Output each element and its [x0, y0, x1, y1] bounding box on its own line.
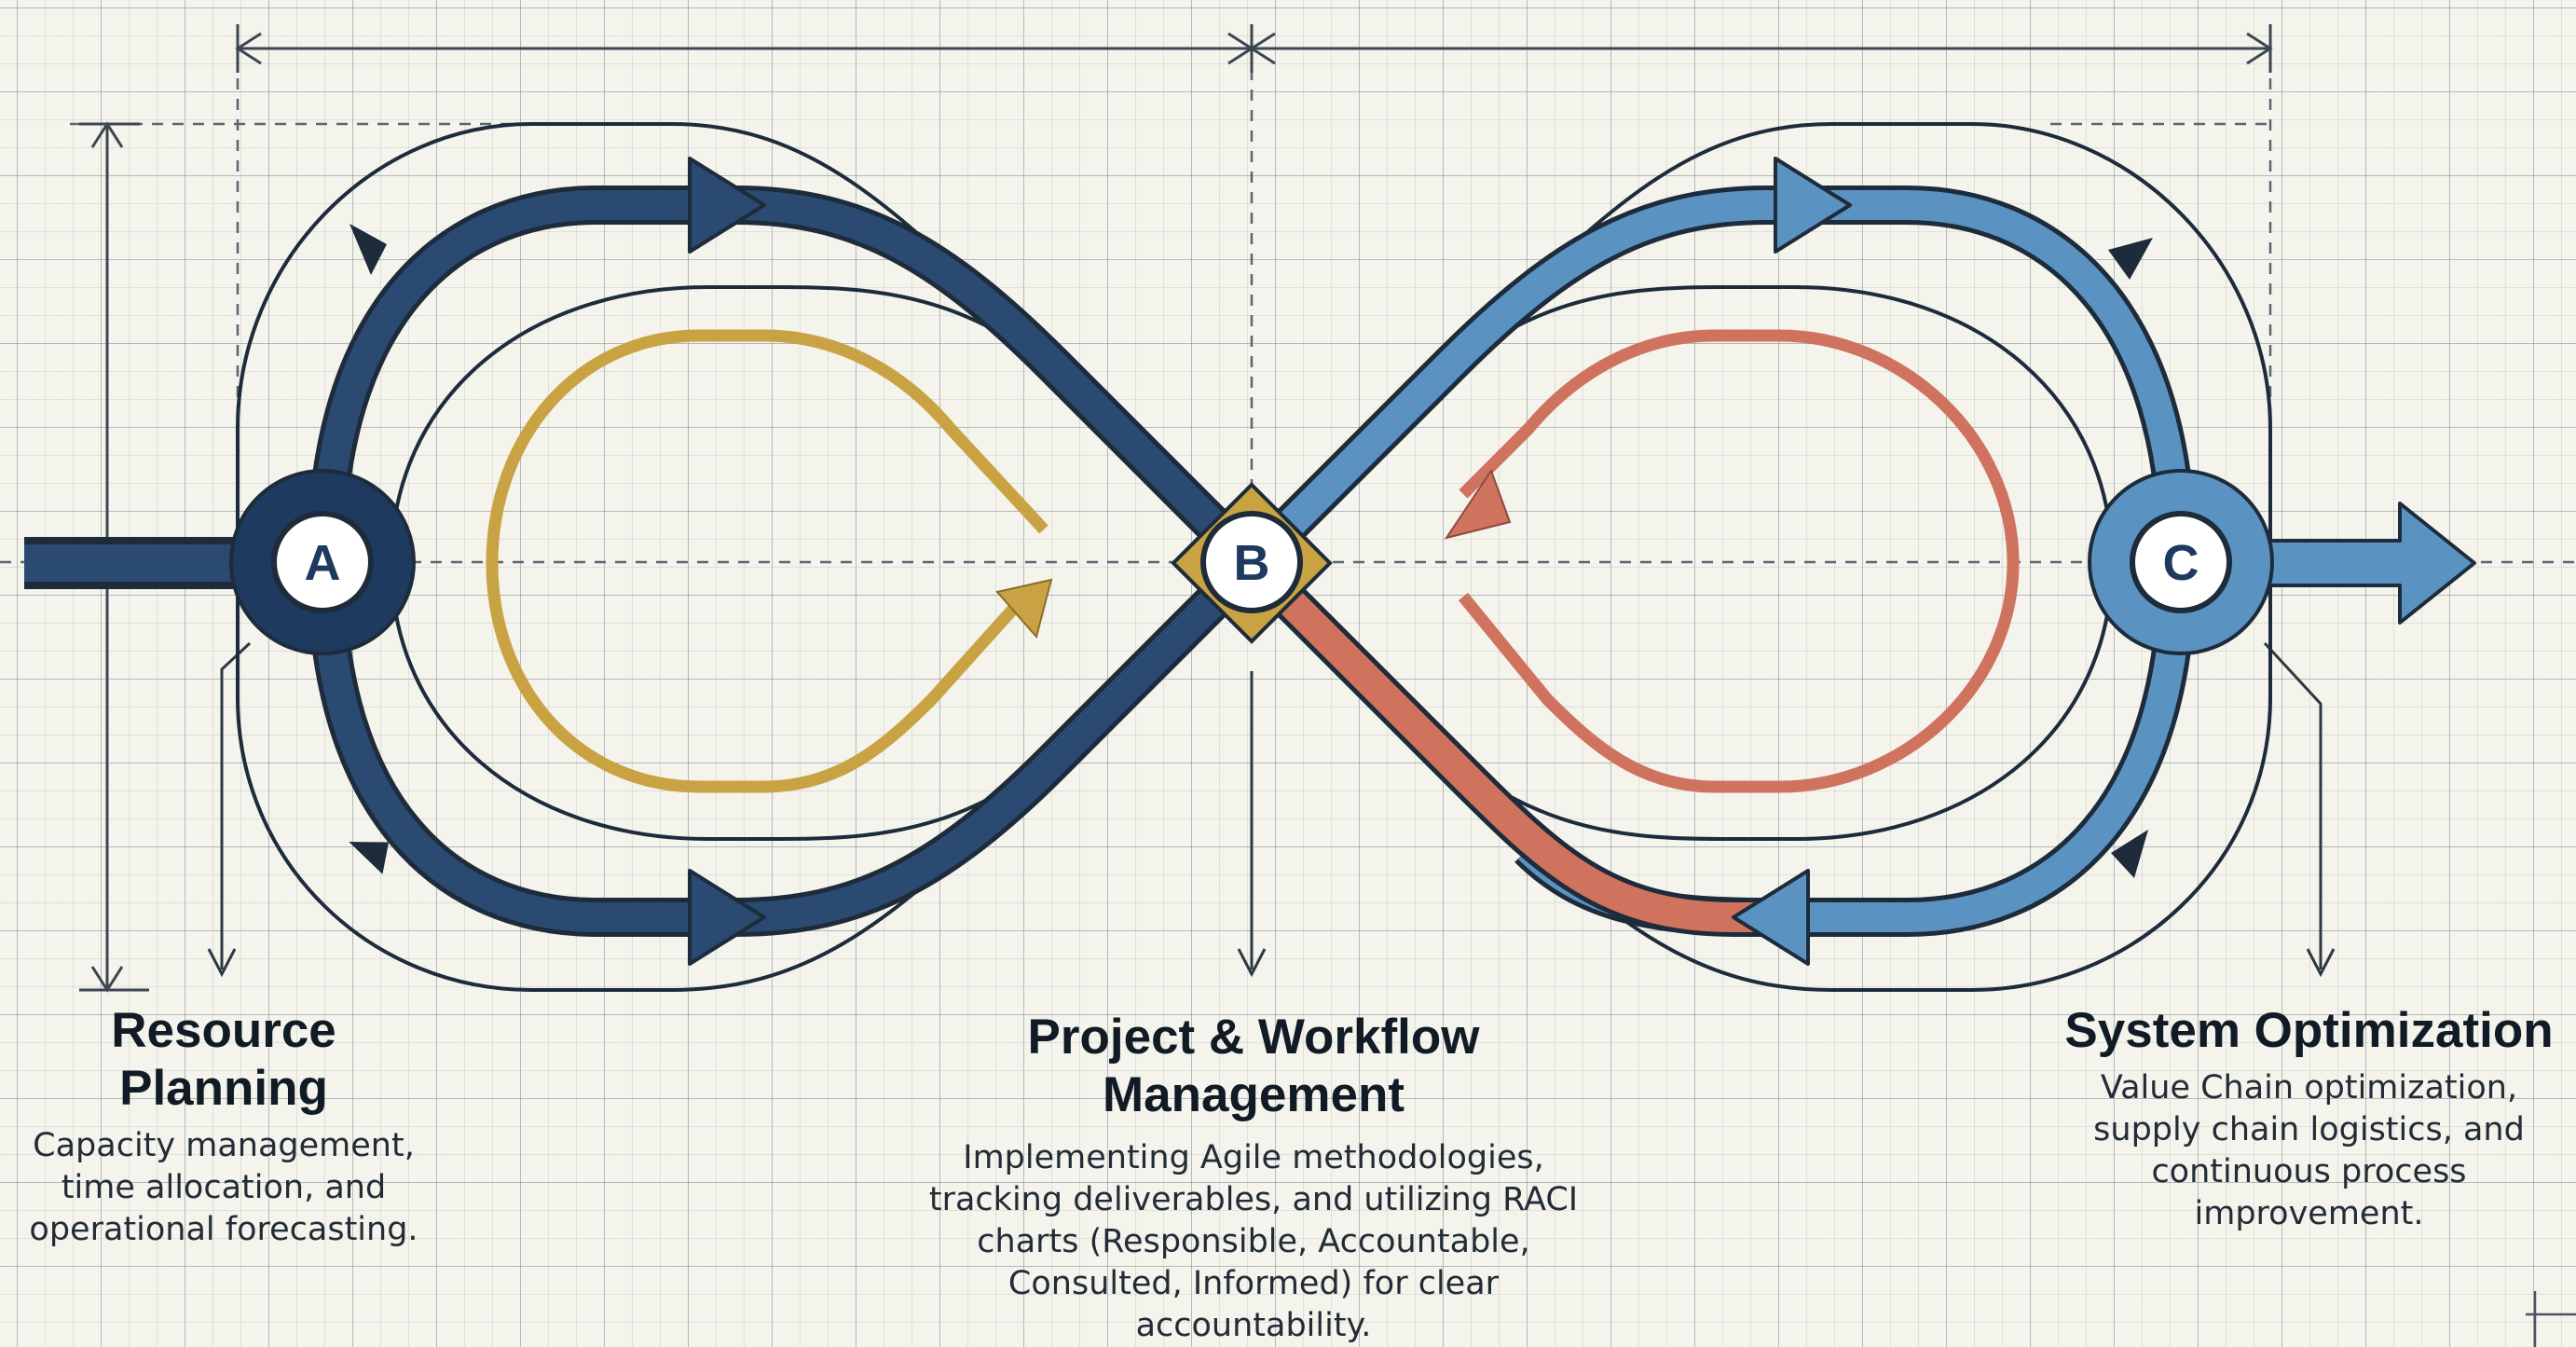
outline-arrow-left-top	[349, 224, 387, 275]
outline-arrow-right-bottom	[2111, 830, 2148, 878]
gold-arrowhead	[995, 578, 1053, 639]
caption-c-title: System Optimization	[2064, 1003, 2554, 1058]
input-bar	[24, 537, 267, 589]
leader-a	[220, 641, 252, 969]
arrow-blue-top	[1774, 157, 1852, 254]
dimension-lines	[79, 24, 2273, 993]
arrow-blue-bottom	[1732, 869, 1810, 966]
outline-arrowheads	[349, 224, 2153, 878]
band-arrowheads	[688, 157, 1852, 966]
node-c-letter: C	[2163, 535, 2199, 591]
coral-feedback-loop	[1444, 329, 2020, 793]
caption-a-title: Resource Planning	[111, 1003, 336, 1116]
outline-arrow-right-top	[2108, 238, 2153, 280]
leader-c	[2263, 641, 2323, 969]
leader-lines	[207, 641, 2336, 978]
outline-arrow-left-bottom	[349, 842, 390, 874]
gold-feedback-loop	[486, 329, 1053, 793]
corner-crosshair	[2526, 1291, 2576, 1347]
node-c-badge	[2130, 511, 2232, 613]
caption-b-description: Implementing Agile methodologies, tracki…	[928, 1139, 1579, 1344]
node-b[interactable]: B	[1171, 482, 1333, 644]
node-a-letter: A	[305, 535, 341, 591]
coral-arrowhead	[1444, 468, 1512, 540]
caption-c-description: Value Chain optimization, supply chain l…	[2093, 1069, 2525, 1232]
node-b-badge	[1200, 511, 1303, 613]
node-a[interactable]: A	[229, 469, 416, 655]
caption-project-workflow: Project & Workflow Management Implementi…	[909, 1009, 1598, 1347]
caption-b-title: Project & Workflow Management	[1027, 1010, 1480, 1122]
node-a-badge	[271, 511, 374, 613]
caption-system-optimization: System Optimization Value Chain optimiza…	[2055, 1002, 2563, 1235]
coral-flow-band	[1254, 565, 1771, 937]
caption-a-description: Capacity management, time allocation, an…	[29, 1127, 418, 1248]
node-b-letter: B	[1234, 535, 1270, 591]
caption-resource-planning: Resource Planning Capacity management, t…	[0, 1002, 447, 1251]
output-arrow	[2254, 502, 2476, 625]
arrow-navy-top	[688, 157, 766, 254]
node-c[interactable]: C	[2088, 469, 2274, 655]
arrow-navy-bottom	[688, 869, 766, 966]
